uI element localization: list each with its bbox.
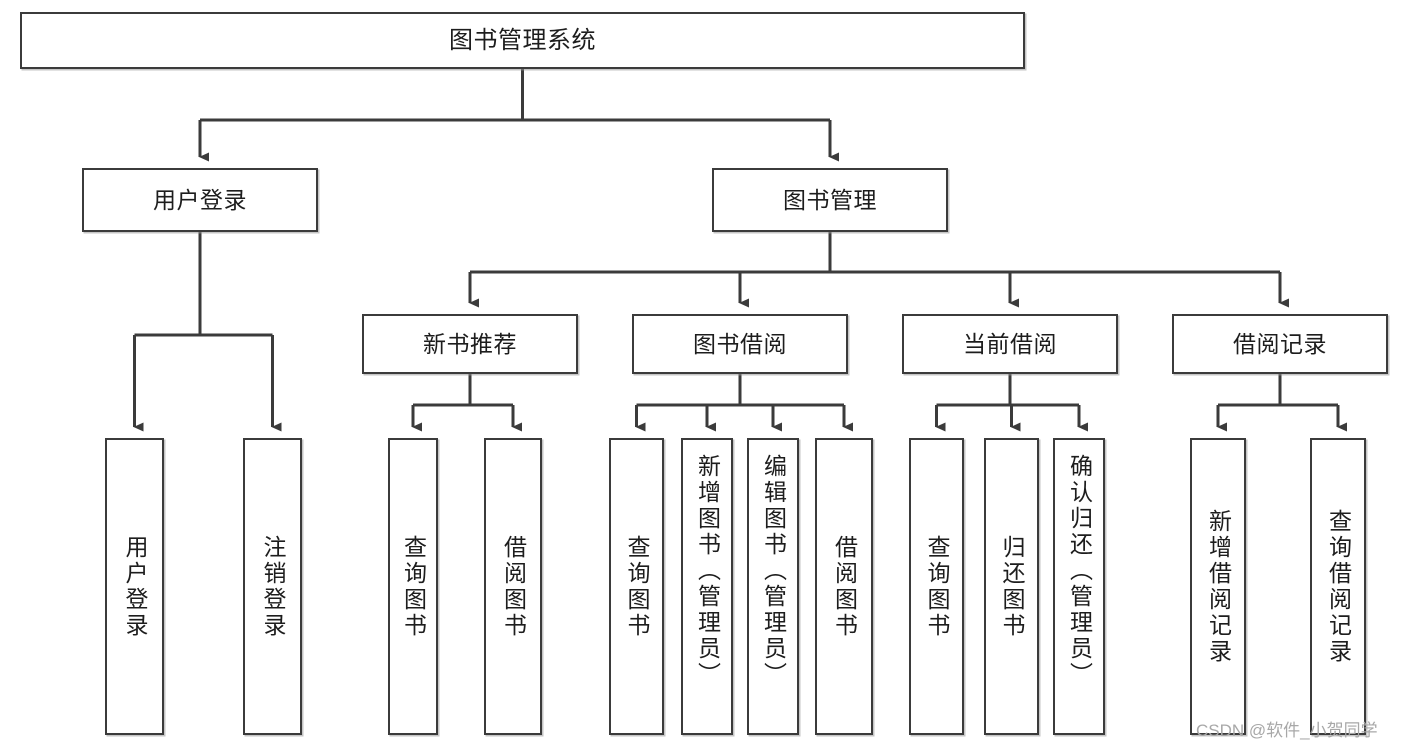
node-label-leaf-confirm-return: 确认归还（管理员）: [1066, 454, 1093, 688]
node-label-book-manage: 图书管理: [783, 186, 877, 213]
node-label-current-borrow: 当前借阅: [963, 330, 1057, 357]
node-leaf-logout[interactable]: 注销登录: [243, 438, 302, 735]
node-user-login[interactable]: 用户登录: [82, 168, 318, 232]
csdn-watermark: CSDN @软件_小贺同学: [1196, 721, 1378, 740]
node-current-borrow[interactable]: 当前借阅: [902, 314, 1118, 374]
node-new-book-recommend[interactable]: 新书推荐: [362, 314, 578, 374]
node-leaf-borrow-book-1[interactable]: 借阅图书: [484, 438, 542, 735]
node-label-leaf-return-book: 归还图书: [999, 534, 1025, 639]
node-label-leaf-user-login: 用户登录: [122, 534, 148, 639]
node-label-user-login: 用户登录: [153, 186, 247, 213]
node-leaf-add-borrow-record[interactable]: 新增借阅记录: [1190, 438, 1246, 735]
node-label-leaf-add-borrow-record: 新增借阅记录: [1205, 508, 1232, 665]
node-leaf-confirm-return[interactable]: 确认归还（管理员）: [1053, 438, 1105, 735]
node-label-leaf-borrow-book-1: 借阅图书: [500, 534, 527, 639]
node-book-manage[interactable]: 图书管理: [712, 168, 948, 232]
node-label-leaf-add-book-admin: 新增图书（管理员）: [694, 454, 721, 688]
node-label-borrow-record: 借阅记录: [1233, 330, 1327, 357]
node-leaf-edit-book-admin[interactable]: 编辑图书（管理员）: [747, 438, 799, 735]
node-label-new-book-recommend: 新书推荐: [423, 330, 517, 357]
node-label-leaf-query-book-1: 查询图书: [400, 534, 427, 639]
node-label-leaf-query-book-3: 查询图书: [924, 534, 950, 639]
node-leaf-add-book-admin[interactable]: 新增图书（管理员）: [681, 438, 733, 735]
node-leaf-return-book[interactable]: 归还图书: [984, 438, 1039, 735]
node-label-root: 图书管理系统: [449, 26, 596, 54]
node-label-leaf-logout: 注销登录: [260, 534, 286, 639]
node-label-leaf-borrow-book-2: 借阅图书: [831, 534, 858, 639]
node-leaf-query-book-2[interactable]: 查询图书: [609, 438, 664, 735]
node-leaf-user-login[interactable]: 用户登录: [105, 438, 164, 735]
node-leaf-query-borrow-record[interactable]: 查询借阅记录: [1310, 438, 1366, 735]
node-borrow-record[interactable]: 借阅记录: [1172, 314, 1388, 374]
node-label-leaf-query-borrow-record: 查询借阅记录: [1325, 508, 1352, 665]
node-label-book-borrow: 图书借阅: [693, 330, 787, 357]
node-leaf-borrow-book-2[interactable]: 借阅图书: [815, 438, 873, 735]
node-root[interactable]: 图书管理系统: [20, 12, 1025, 69]
node-book-borrow[interactable]: 图书借阅: [632, 314, 848, 374]
node-leaf-query-book-1[interactable]: 查询图书: [388, 438, 438, 735]
node-label-leaf-edit-book-admin: 编辑图书（管理员）: [760, 454, 787, 688]
node-leaf-query-book-3[interactable]: 查询图书: [909, 438, 964, 735]
node-label-leaf-query-book-2: 查询图书: [624, 534, 650, 639]
